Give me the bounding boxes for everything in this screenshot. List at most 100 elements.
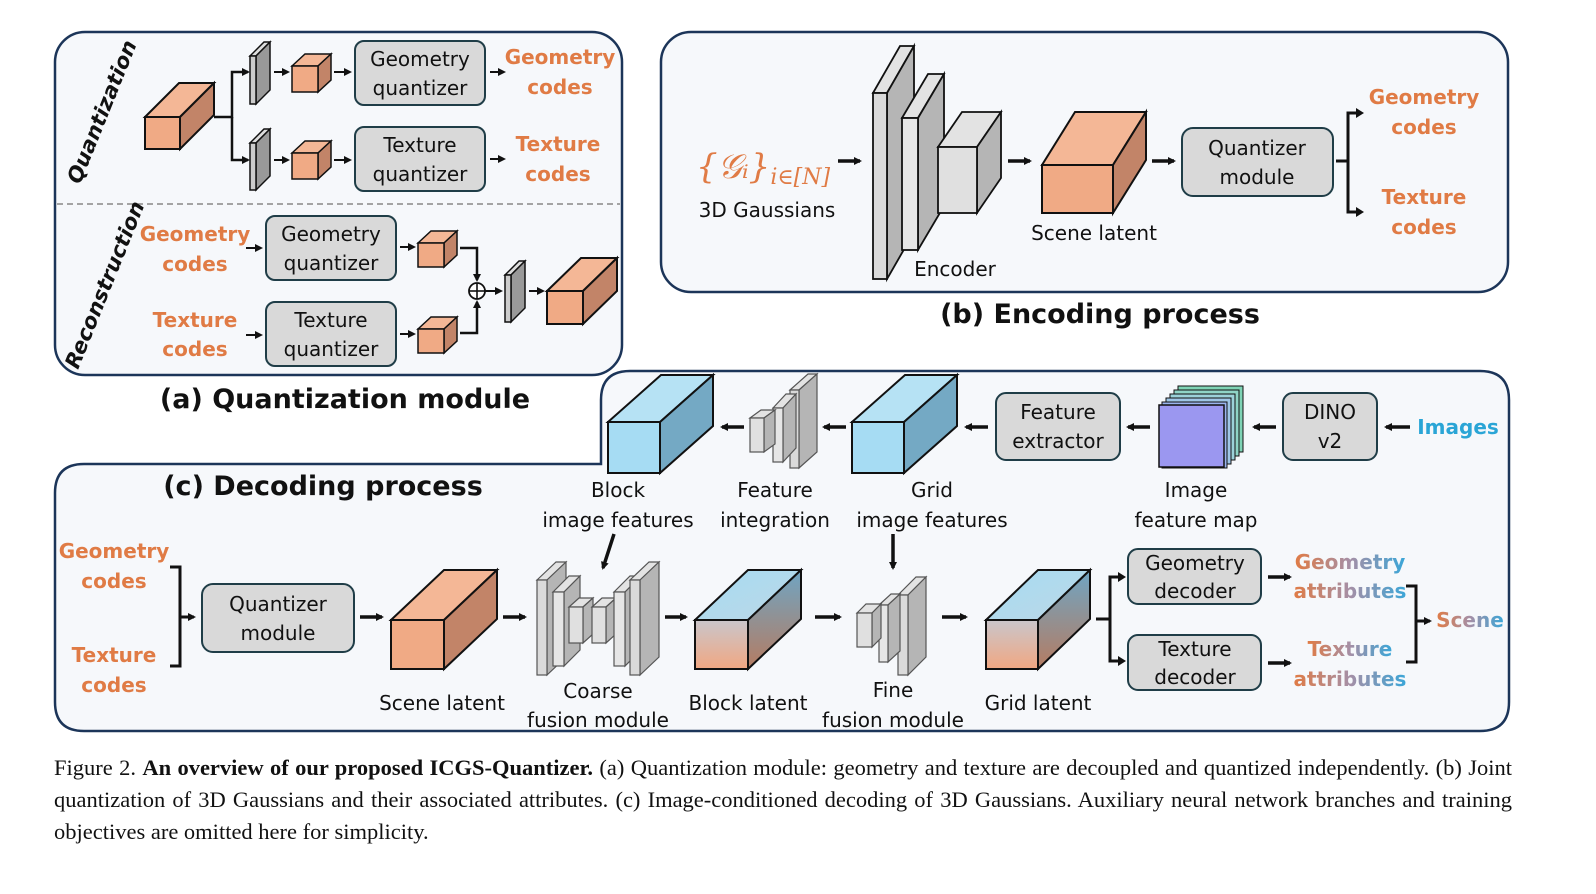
texture-codes-output: Texture	[516, 132, 601, 156]
enc-geometry-codes: Geometry	[1369, 85, 1480, 109]
feature-integration-label: Feature	[737, 478, 813, 502]
enc-texture-codes: Texture	[1382, 185, 1467, 209]
geometry-latent-cube	[290, 52, 333, 94]
reconstructed-latent-cube	[544, 255, 620, 327]
svg-text:quantizer: quantizer	[284, 251, 380, 275]
encoder-layers	[871, 42, 1003, 283]
texture-projection-layer	[248, 127, 272, 192]
svg-text:Texture: Texture	[1157, 637, 1231, 661]
svg-text:attributes: attributes	[1294, 579, 1407, 603]
gaussians-label: 3D Gaussians	[699, 198, 836, 222]
panel-b-encoding-process: {𝒢ᵢ}i∈[N] 3D Gaussians Encoder Scene lat…	[659, 30, 1510, 330]
caption-bold: An overview of our proposed ICGS-Quantiz…	[142, 755, 594, 780]
svg-text:v2: v2	[1318, 429, 1343, 453]
recon-texture-codes: Texture	[153, 308, 238, 332]
recon-geometry-latent-cube	[416, 229, 459, 269]
svg-text:codes: codes	[1391, 115, 1456, 139]
texture-quantizer-box: Texture quantizer	[354, 126, 486, 192]
add-operator-icon	[468, 282, 486, 300]
caption-text: (a) Quantization module: geometry and te…	[54, 755, 1512, 844]
svg-text:fusion module: fusion module	[527, 708, 669, 732]
svg-text:codes: codes	[527, 75, 592, 99]
grid-latent-cube	[983, 567, 1093, 672]
image-feature-map-stack	[1158, 385, 1244, 469]
grid-image-features-cube	[849, 372, 960, 476]
geometry-projection-layer	[248, 40, 272, 106]
svg-text:image features: image features	[542, 508, 693, 532]
svg-text:quantizer: quantizer	[284, 337, 380, 361]
feature-extractor-box: Feature extractor	[995, 392, 1121, 461]
images-input-label: Images	[1417, 415, 1499, 439]
panel-a-quantization-module: Quantization Reconstruction Geometry qua…	[53, 30, 624, 415]
svg-text:feature map: feature map	[1135, 508, 1258, 532]
block-latent-label: Block latent	[689, 691, 808, 715]
svg-text:Geometry: Geometry	[281, 222, 381, 246]
svg-text:codes: codes	[525, 162, 590, 186]
svg-text:Geometry: Geometry	[1145, 551, 1245, 575]
dec-quantizer-module-box: Quantizer module	[201, 583, 355, 653]
panel-c-decoding-process: (c) Decoding process Images DINO v2 Imag…	[53, 369, 1511, 733]
svg-text:fusion module: fusion module	[822, 708, 964, 732]
grid-latent-label: Grid latent	[985, 691, 1092, 715]
svg-text:codes: codes	[81, 569, 146, 593]
fine-fusion-label: Fine	[873, 678, 914, 702]
fine-fusion-module-layers	[855, 575, 928, 677]
scene-latent-label: Scene latent	[1031, 221, 1157, 245]
geometry-quantizer-box: Geometry quantizer	[354, 40, 486, 106]
svg-text:quantizer: quantizer	[373, 162, 469, 186]
geometry-attributes-label: Geometry	[1295, 550, 1406, 574]
panel-b-title: (b) Encoding process	[940, 299, 1260, 330]
block-image-features-label: Block	[591, 478, 646, 502]
svg-text:decoder: decoder	[1154, 665, 1236, 689]
coarse-fusion-module-layers	[535, 560, 661, 677]
dino-v2-box: DINO v2	[1282, 392, 1378, 461]
block-image-features-cube	[605, 372, 716, 476]
scene-output-label: Scene	[1436, 608, 1504, 632]
svg-text:Texture: Texture	[293, 308, 367, 332]
dec-scene-latent-label: Scene latent	[379, 691, 505, 715]
block-latent-cube	[692, 567, 804, 672]
dec-geometry-codes: Geometry	[59, 539, 170, 563]
svg-text:codes: codes	[1391, 215, 1456, 239]
recon-projection-layer	[503, 259, 527, 324]
svg-text:attributes: attributes	[1294, 667, 1407, 691]
gaussians-symbol: {𝒢ᵢ}i∈[N]	[696, 147, 830, 190]
input-latent-cube	[142, 80, 217, 152]
svg-text:DINO: DINO	[1304, 400, 1356, 424]
quantizer-module-box: Quantizer module	[1181, 127, 1334, 197]
svg-text:quantizer: quantizer	[373, 76, 469, 100]
dec-scene-latent-cube	[388, 567, 500, 672]
svg-text:decoder: decoder	[1154, 579, 1236, 603]
svg-text:integration: integration	[720, 508, 830, 532]
panel-c-title: (c) Decoding process	[163, 471, 483, 502]
icgs-quantizer-diagram: Quantization Reconstruction Geometry qua…	[53, 30, 1511, 733]
texture-decoder-box: Texture decoder	[1127, 634, 1262, 691]
grid-image-features-label: Grid	[911, 478, 953, 502]
image-feature-map-label: Image	[1165, 478, 1228, 502]
recon-geometry-codes: Geometry	[140, 222, 251, 246]
svg-text:Quantizer: Quantizer	[1208, 136, 1307, 160]
figure-caption: Figure 2. An overview of our proposed IC…	[54, 752, 1512, 848]
svg-text:module: module	[241, 621, 316, 645]
svg-text:Geometry: Geometry	[370, 47, 470, 71]
geometry-decoder-box: Geometry decoder	[1127, 548, 1262, 605]
svg-text:Texture: Texture	[382, 133, 456, 157]
panel-a-title: (a) Quantization module	[160, 384, 530, 415]
svg-text:codes: codes	[162, 252, 227, 276]
texture-attributes-label: Texture	[1308, 637, 1393, 661]
caption-prefix: Figure 2.	[54, 755, 143, 780]
feature-integration-layers	[748, 372, 819, 470]
recon-geometry-quantizer-box: Geometry quantizer	[265, 215, 397, 281]
geometry-codes-output: Geometry	[505, 45, 616, 69]
svg-text:codes: codes	[162, 337, 227, 361]
encoder-label: Encoder	[914, 257, 997, 281]
scene-latent-cube	[1040, 108, 1148, 217]
svg-text:extractor: extractor	[1012, 429, 1104, 453]
recon-texture-latent-cube	[416, 315, 459, 355]
recon-texture-quantizer-box: Texture quantizer	[265, 301, 397, 367]
coarse-fusion-label: Coarse	[563, 679, 632, 703]
dec-texture-codes: Texture	[72, 643, 157, 667]
svg-text:Feature: Feature	[1020, 400, 1096, 424]
svg-text:module: module	[1220, 165, 1295, 189]
svg-text:codes: codes	[81, 673, 146, 697]
